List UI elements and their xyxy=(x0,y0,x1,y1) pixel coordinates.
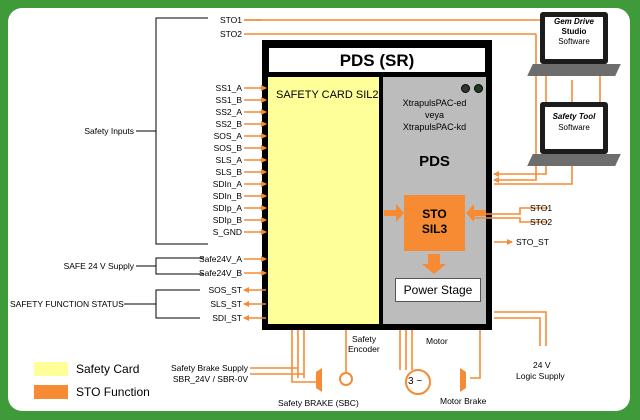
status-group-label: SAFETY FUNCTION STATUS xyxy=(10,299,124,309)
status-label: SOS_ST xyxy=(208,285,242,295)
input-label: SS2_A xyxy=(215,107,242,117)
input-label: SS1_B xyxy=(215,95,242,105)
input-label: S_GND xyxy=(212,227,242,237)
motor-label: Motor xyxy=(426,336,448,346)
pds-title: PDS (SR) xyxy=(268,47,486,73)
supply-group-label: SAFE 24 V Supply xyxy=(63,261,134,271)
supply-label: Safe24V_B xyxy=(198,268,242,278)
status-led-icon xyxy=(474,84,483,93)
laptop-title: Safety Tool xyxy=(552,112,596,121)
sto-st-label: STO_ST xyxy=(516,237,549,247)
safety-input-arrows xyxy=(244,85,267,235)
logic-supply-label-2: Logic Supply xyxy=(516,371,565,381)
motor-brake-label: Motor Brake xyxy=(440,396,487,406)
legend-swatch-sto xyxy=(34,385,68,399)
safety-brake-label: Safety BRAKE (SBC) xyxy=(278,398,359,408)
supply-label: Safe24V_A xyxy=(198,254,242,264)
laptop-subtitle: Software xyxy=(558,123,590,132)
sto-arrows xyxy=(384,204,486,274)
brake-supply-label: Safety Brake Supply xyxy=(170,363,248,373)
input-label: SS1_A xyxy=(215,83,242,93)
laptop-title: Studio xyxy=(561,27,587,36)
legend-sto-label: STO Function xyxy=(76,385,150,399)
status-label: SLS_ST xyxy=(210,299,242,309)
status-led-icon xyxy=(461,84,470,93)
encoder-icon xyxy=(339,372,353,386)
input-label: SOS_B xyxy=(213,143,242,153)
sto2-right-label: STO2 xyxy=(530,217,553,227)
drive-name: XtrapulsPAC-ed veya XtrapulsPAC-kd xyxy=(383,97,486,133)
input-label: SDIn_A xyxy=(212,179,242,189)
pds-label: PDS xyxy=(419,153,450,170)
sto1-label: STO1 xyxy=(219,15,242,25)
input-label: SLS_A xyxy=(215,155,242,165)
gem-drive-laptop: Gem Drive Studio Software xyxy=(527,12,621,90)
input-label: SDIn_B xyxy=(212,191,242,201)
safety-card-label: SAFETY CARD SIL2 xyxy=(276,89,379,101)
input-label: SDIp_B xyxy=(212,215,242,225)
logic-supply-label-1: 24 V xyxy=(533,360,551,370)
legend-swatch-safety-card xyxy=(34,362,68,376)
power-stage: Power Stage xyxy=(395,278,481,302)
input-label: SS2_B xyxy=(215,119,242,129)
encoder-label-2: Encoder xyxy=(348,344,380,354)
motor-icon xyxy=(405,369,431,395)
sbr-label: SBR_24V / SBR-0V xyxy=(172,374,248,384)
sto-label: STO xyxy=(422,207,447,221)
drive-name-line: XtrapulsPAC-ed xyxy=(402,98,467,108)
laptop-keyboard-icon xyxy=(527,154,621,166)
input-label: SOS_A xyxy=(213,131,242,141)
drive-name-line: XtrapulsPAC-kd xyxy=(402,122,467,132)
motor-brake-icon xyxy=(460,368,466,392)
motor-symbol: 3 ~ xyxy=(408,376,423,387)
sto-function-block: STO SIL3 xyxy=(404,195,465,251)
safety-inputs-group-label: Safety Inputs xyxy=(84,126,134,136)
sto2-label: STO2 xyxy=(219,29,242,39)
laptop-keyboard-icon xyxy=(527,64,621,76)
sil-label: SIL3 xyxy=(421,222,448,236)
laptop-title: Gem Drive xyxy=(553,17,595,26)
input-label: SDIp_A xyxy=(212,203,242,213)
safety-card-block xyxy=(268,77,379,324)
encoder-label-1: Safety xyxy=(352,334,377,344)
laptop-subtitle: Software xyxy=(558,37,590,46)
sto1-right-label: STO1 xyxy=(530,203,553,213)
input-label: SLS_B xyxy=(215,167,242,177)
safety-tool-laptop: Safety Tool Software xyxy=(527,102,621,180)
safety-brake-icon xyxy=(316,368,322,392)
wire-sto2-down xyxy=(493,34,537,183)
drive-name-line: veya xyxy=(424,110,444,120)
legend-safety-card-label: Safety Card xyxy=(76,362,140,376)
status-label: SDI_ST xyxy=(212,313,242,323)
